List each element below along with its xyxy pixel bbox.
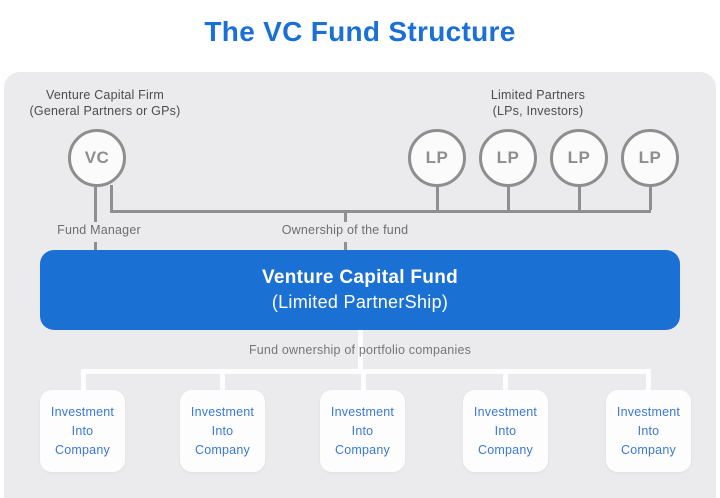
- connector-company1-drop: [81, 369, 86, 392]
- lp-circle-4: LP: [621, 129, 679, 187]
- lp-label-line2: (LPs, Investors): [492, 104, 584, 118]
- vc-circle: VC: [68, 129, 126, 187]
- connector-lp3-drop: [578, 185, 581, 210]
- gp-label-line2: (General Partners or GPs): [29, 104, 181, 118]
- connector-vc-left-vertical: [94, 187, 97, 222]
- lp-circle-2-label: LP: [496, 148, 520, 167]
- connector-company4-drop: [503, 369, 508, 392]
- lp-group-label: Limited Partners (LPs, Investors): [443, 87, 633, 119]
- investment-company-box-2: Investment Into Company: [180, 390, 265, 472]
- connector-lp4-drop: [649, 185, 652, 210]
- lp-label-line1: Limited Partners: [490, 88, 586, 102]
- investment-company-box-5: Investment Into Company: [606, 390, 691, 472]
- investment-box-3-label: Investment Into Company: [330, 404, 395, 457]
- connector-company5-drop: [646, 369, 651, 392]
- lp-circle-1: LP: [408, 129, 466, 187]
- connector-lp1-drop: [436, 185, 439, 210]
- connector-company2-drop: [220, 369, 225, 392]
- gp-group-label: Venture Capital Firm (General Partners o…: [10, 87, 200, 119]
- investment-company-box-1: Investment Into Company: [40, 390, 125, 472]
- connector-fund-center-drop: [358, 330, 363, 374]
- investment-box-2-label: Investment Into Company: [190, 404, 255, 457]
- investment-box-5-label: Investment Into Company: [616, 404, 681, 457]
- vc-circle-label: VC: [84, 148, 110, 167]
- connector-lp2-drop: [507, 185, 510, 210]
- portfolio-ownership-label: Fund ownership of portfolio companies: [248, 343, 472, 357]
- gp-label-line1: Venture Capital Firm: [46, 88, 164, 102]
- ownership-label: Ownership of the fund: [281, 223, 409, 237]
- lp-circle-4-label: LP: [638, 148, 662, 167]
- connector-portfolio-bus: [81, 369, 651, 374]
- venture-capital-fund-box: Venture Capital Fund (Limited PartnerShi…: [40, 250, 680, 330]
- lp-circle-3: LP: [550, 129, 608, 187]
- connector-vc-right-vertical: [110, 185, 113, 213]
- lp-circle-3-label: LP: [567, 148, 591, 167]
- connector-horizontal-bus: [110, 210, 651, 213]
- investment-box-4-label: Investment Into Company: [473, 404, 538, 457]
- investment-company-box-4: Investment Into Company: [463, 390, 548, 472]
- fund-box-subtitle: (Limited PartnerShip): [271, 292, 449, 312]
- investment-company-box-3: Investment Into Company: [320, 390, 405, 472]
- lp-circle-1-label: LP: [425, 148, 449, 167]
- connector-company3-drop: [361, 369, 366, 392]
- fund-box-title: Venture Capital Fund: [261, 267, 459, 288]
- fund-manager-label: Fund Manager: [57, 223, 141, 237]
- lp-circle-2: LP: [479, 129, 537, 187]
- connector-ownership-tick-top: [344, 213, 347, 222]
- connector-fund-manager-tick: [94, 242, 97, 250]
- page-title: The VC Fund Structure: [204, 16, 516, 47]
- connector-ownership-tick-bottom: [344, 242, 347, 250]
- investment-box-1-label: Investment Into Company: [50, 404, 115, 457]
